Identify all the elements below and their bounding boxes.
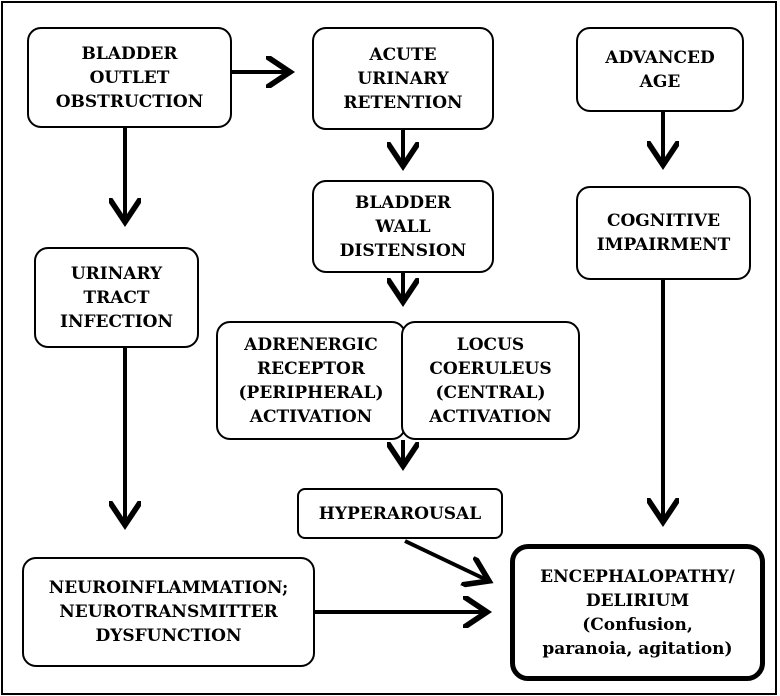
node-line: COERULEUS [429, 358, 552, 379]
node-line: URINARY [70, 263, 163, 284]
node-line: OUTLET [89, 67, 170, 88]
node-line: paranoia, agitation) [542, 638, 733, 659]
node-line: URINARY [357, 68, 449, 89]
node-locus-coeruleus-activation: LOCUS COERULEUS (CENTRAL) ACTIVATION [401, 321, 580, 440]
node-line: NEUROTRANSMITTER [59, 602, 278, 622]
node-line: BLADDER [81, 43, 178, 64]
node-line: (CENTRAL) [435, 382, 546, 403]
node-line: NEUROINFLAMMATION; [48, 578, 289, 598]
node-line: (Confusion, [582, 614, 693, 635]
node-line: ADRENERGIC [244, 334, 378, 355]
node-line: DYSFUNCTION [95, 626, 242, 646]
node-advanced-age: ADVANCED AGE [576, 27, 744, 112]
node-cognitive-impairment: COGNITIVE IMPAIRMENT [576, 186, 751, 280]
node-adrenergic-receptor-activation: ADRENERGIC RECEPTOR (PERIPHERAL) ACTIVAT… [216, 321, 406, 440]
node-line: ACTIVATION [429, 406, 552, 427]
node-acute-urinary-retention: ACUTE URINARY RETENTION [312, 27, 494, 130]
node-line: HYPERAROUSAL [318, 503, 482, 524]
node-line: LOCUS [456, 334, 525, 355]
node-urinary-tract-infection: URINARY TRACT INFECTION [34, 247, 199, 348]
node-line: IMPAIRMENT [596, 235, 731, 255]
node-line: RETENTION [343, 92, 463, 113]
node-line: WALL [375, 216, 431, 237]
node-neuroinflammation: NEUROINFLAMMATION; NEUROTRANSMITTER DYSF… [22, 557, 315, 667]
node-line: COGNITIVE [606, 211, 721, 231]
node-bladder-outlet-obstruction: BLADDER OUTLET OBSTRUCTION [27, 27, 232, 128]
node-line: OBSTRUCTION [55, 91, 204, 112]
node-line: DELIRIUM [585, 590, 690, 611]
node-line: INFECTION [60, 311, 173, 332]
node-line: ENCEPHALOPATHY/ [540, 566, 735, 587]
arrow-hyperarousal-to-encephalopathy [404, 539, 489, 581]
node-line: BLADDER [354, 192, 452, 213]
node-line: ADVANCED [605, 47, 715, 68]
node-line: AGE [639, 71, 681, 92]
node-bladder-wall-distension: BLADDER WALL DISTENSION [312, 180, 494, 273]
node-hyperarousal: HYPERAROUSAL [297, 488, 503, 539]
node-encephalopathy-delirium: ENCEPHALOPATHY/ DELIRIUM (Confusion, par… [510, 544, 765, 681]
node-line: ACTIVATION [249, 406, 373, 427]
node-line: RECEPTOR [257, 358, 365, 379]
node-line: DISTENSION [339, 240, 467, 261]
node-line: (PERIPHERAL) [238, 382, 384, 403]
node-line: ACUTE [369, 44, 437, 65]
node-line: TRACT [83, 287, 150, 308]
